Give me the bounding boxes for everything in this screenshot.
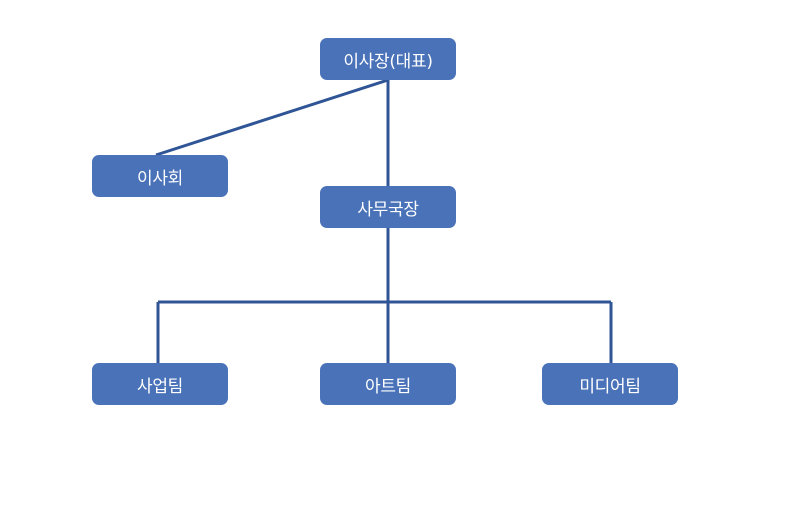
node-team-media-label: 미디어팀 [579,376,641,397]
node-secretary-general: 사무국장 [320,186,456,228]
node-team-art: 아트팀 [320,363,456,405]
connector-ceo-board [155,78,389,157]
node-ceo-label: 이사장(대표) [343,51,433,72]
node-team-business-label: 사업팀 [136,376,184,397]
node-board: 이사회 [92,155,228,197]
node-team-media: 미디어팀 [542,363,678,405]
node-ceo: 이사장(대표) [320,38,456,80]
node-board-label: 이사회 [136,168,184,189]
node-secretary-general-label: 사무국장 [357,199,419,220]
node-team-art-label: 아트팀 [364,376,412,397]
node-team-business: 사업팀 [92,363,228,405]
